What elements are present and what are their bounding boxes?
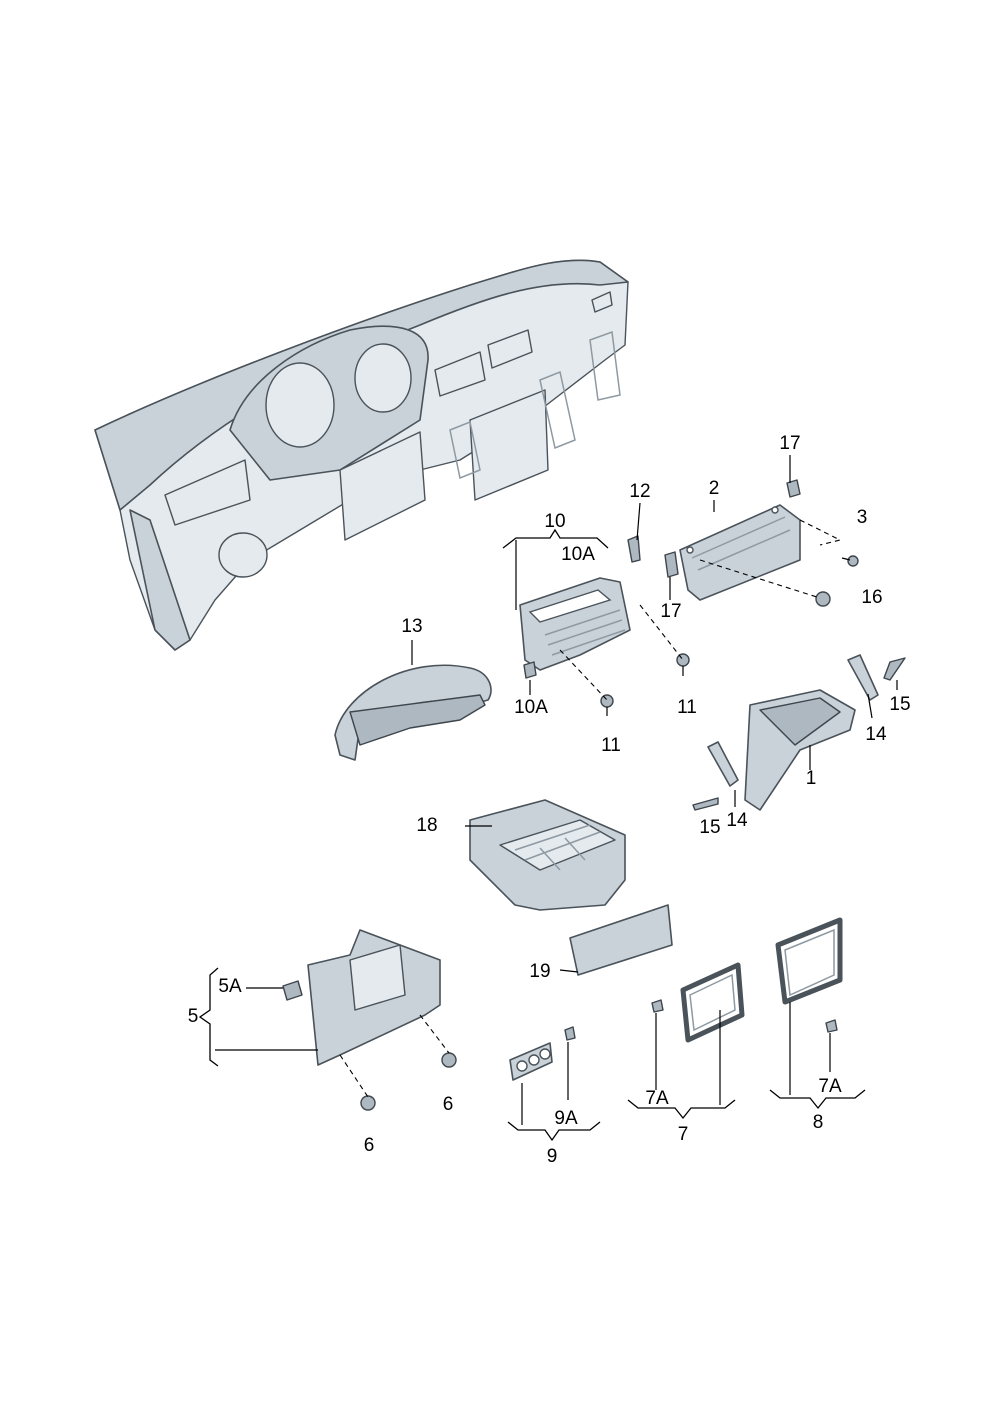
screw-6-upper [441, 1052, 457, 1068]
callout-5: 5 [188, 1006, 199, 1027]
knee-panel [307, 929, 441, 1066]
screw-16 [815, 591, 831, 607]
glovebox-housing [744, 689, 856, 811]
hinge-14-left [707, 741, 739, 787]
callout-15-right: 15 [889, 694, 910, 715]
glovebox-lid [679, 504, 801, 601]
clip-17-lower [664, 551, 679, 578]
cluster-trim [334, 664, 492, 761]
callout-10a-top: 10A [561, 544, 595, 565]
hinge-14-right [847, 654, 879, 701]
callout-labels: 17 2 12 3 10 10A 16 17 13 15 10A 11 14 1… [188, 433, 911, 1167]
callout-18: 18 [416, 815, 437, 836]
clip-17-upper [786, 479, 801, 498]
callout-8: 8 [813, 1112, 824, 1133]
callout-9a: 9A [554, 1108, 578, 1129]
callout-2: 2 [709, 478, 720, 499]
callout-6-lower: 6 [364, 1135, 375, 1156]
leader-lines [198, 455, 898, 1142]
callout-13: 13 [401, 616, 422, 637]
callout-17-upper: 17 [779, 433, 800, 454]
clip-5a [282, 980, 303, 1001]
callout-7a-right: 7A [818, 1076, 842, 1097]
bolt-15-right [883, 657, 906, 681]
storage-cage [469, 799, 626, 911]
callout-19: 19 [529, 961, 550, 982]
callout-7a-left: 7A [645, 1088, 669, 1109]
callout-16: 16 [861, 587, 882, 608]
callout-12: 12 [629, 481, 650, 502]
screw-11-right [676, 653, 690, 676]
clip-12 [627, 535, 641, 563]
clip-7a-left [651, 999, 664, 1013]
callout-5a: 5A [218, 976, 242, 997]
callout-10: 10 [544, 511, 565, 532]
callout-11-right: 11 [677, 697, 697, 718]
dashboard-panel [94, 259, 629, 651]
callout-14-right: 14 [865, 724, 887, 745]
bolt-15-left [692, 797, 719, 811]
callout-1: 1 [806, 768, 817, 789]
callout-17-lower: 17 [660, 601, 681, 622]
trim-frame-7 [680, 962, 745, 1043]
callout-3: 3 [857, 507, 868, 528]
callout-9: 9 [547, 1146, 558, 1167]
screw-6-lower [360, 1095, 376, 1111]
callout-11-left: 11 [601, 735, 621, 756]
trim-frame-8 [775, 917, 843, 1005]
callout-10a: 10A [514, 697, 548, 718]
clip-9a [564, 1026, 576, 1041]
callout-6-upper: 6 [443, 1094, 454, 1115]
clip-7a-right [825, 1019, 838, 1033]
callout-15-left: 15 [699, 817, 720, 838]
panel-19 [569, 904, 673, 976]
callout-14-left: 14 [726, 810, 748, 831]
screw-11-left [600, 694, 614, 716]
screw-3 [841, 555, 859, 567]
callout-7: 7 [678, 1124, 689, 1145]
bracket-frame [519, 577, 631, 679]
switch-bezel [509, 1042, 553, 1081]
